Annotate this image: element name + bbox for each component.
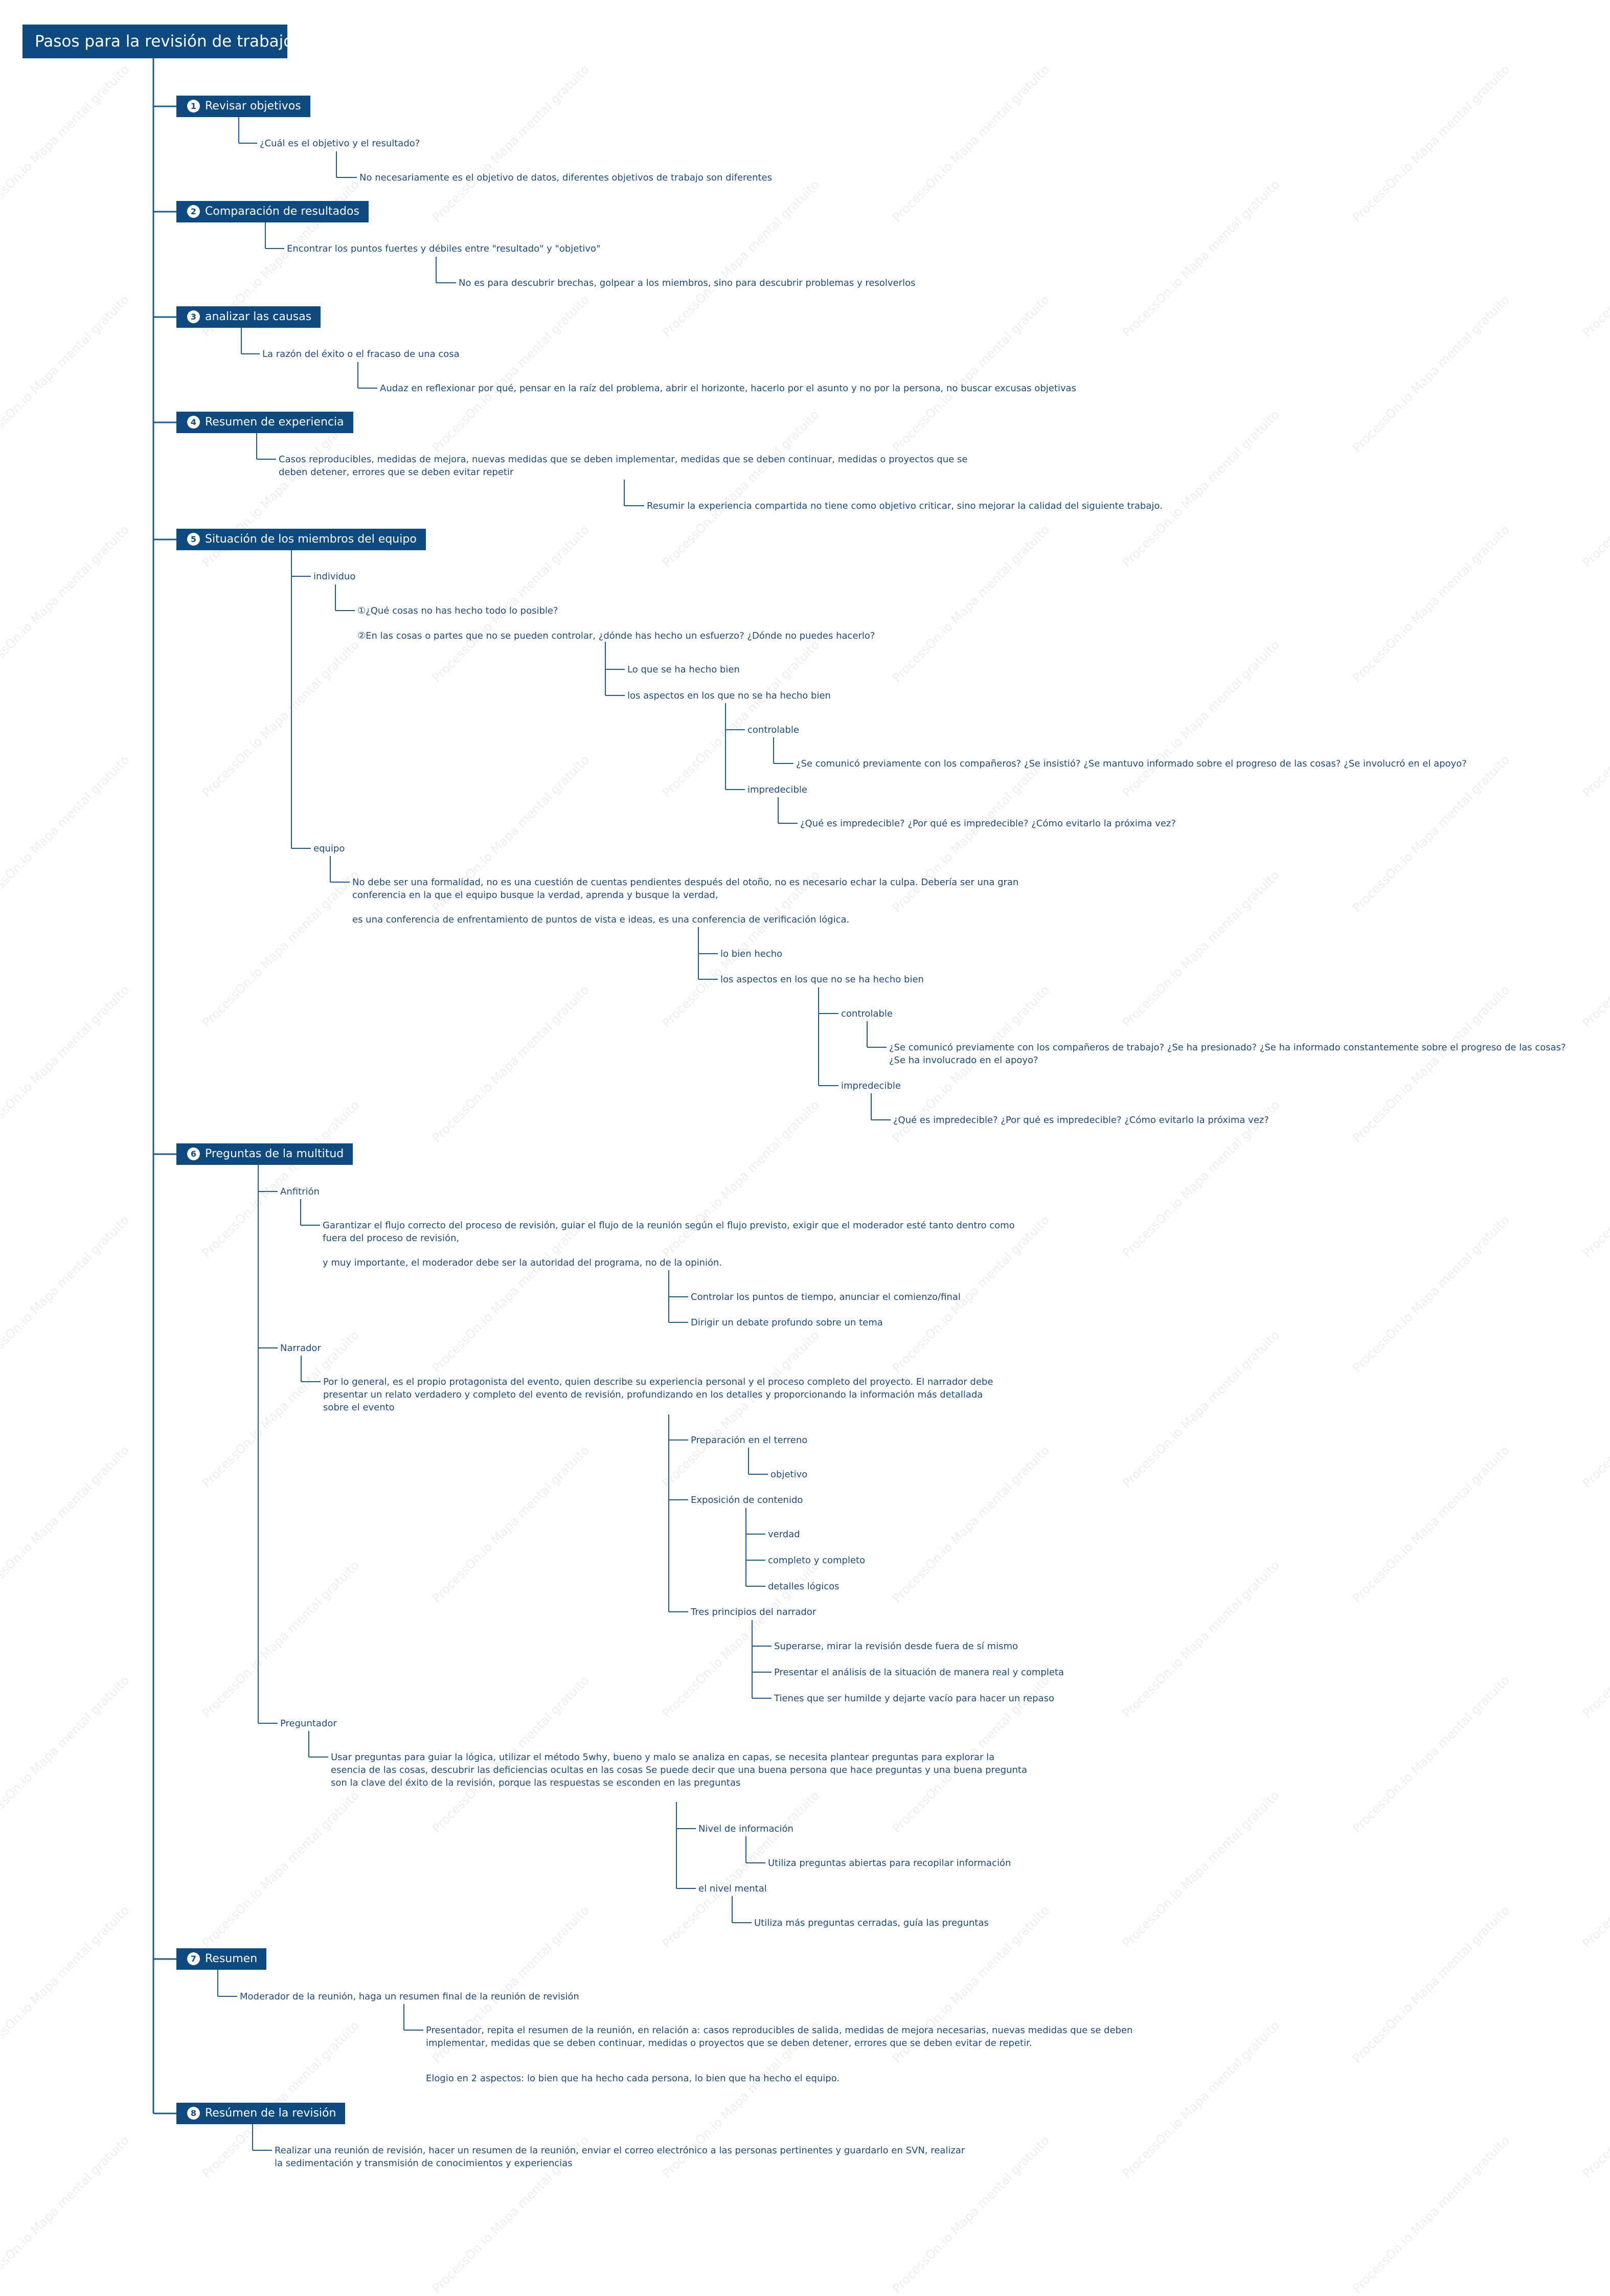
section-number-badge: 2 (187, 205, 200, 218)
root-topic[interactable]: Pasos para la revisión de trabajo (22, 25, 293, 58)
topic-node[interactable]: los aspectos en los que no se ha hecho b… (720, 974, 924, 985)
topic-node[interactable]: es una conferencia de enfrentamiento de … (352, 914, 850, 925)
topic-node[interactable]: impredecible (841, 1081, 901, 1091)
topic-node[interactable]: impredecible (747, 784, 807, 795)
topic-node[interactable]: ¿Qué es impredecible? ¿Por qué es impred… (800, 818, 1176, 829)
topic-node[interactable]: No es para descubrir brechas, golpear a … (459, 278, 916, 288)
topic-node[interactable]: Moderador de la reunión, haga un resumen… (240, 1991, 579, 2002)
section-number-badge: 5 (187, 533, 200, 546)
section-4[interactable]: 4 Resumen de experiencia (176, 412, 353, 433)
topic-node[interactable]: No debe ser una formalidad, no es una cu… (352, 877, 1019, 901)
topic-node[interactable]: Preguntador (280, 1718, 337, 1729)
topic-node[interactable]: Presentar el análisis de la situación de… (774, 1667, 1064, 1678)
section-title: Preguntas de la multitud (205, 1147, 344, 1160)
section-7[interactable]: 7 Resumen (176, 1948, 267, 1970)
topic-node[interactable]: controlable (747, 725, 799, 735)
section-number-badge: 4 (187, 416, 200, 429)
topic-node[interactable]: Preparación en el terreno (691, 1435, 808, 1446)
section-title: Resumen de experiencia (205, 416, 344, 429)
section-title: Revisar objetivos (205, 100, 301, 112)
section-number-badge: 1 (187, 100, 200, 112)
topic-node[interactable]: Tienes que ser humilde y dejarte vacío p… (774, 1693, 1054, 1704)
topic-node[interactable]: el nivel mental (698, 1883, 767, 1894)
section-8[interactable]: 8 Resúmen de la revisión (176, 2103, 346, 2124)
topic-node[interactable]: Dirigir un debate profundo sobre un tema (691, 1317, 883, 1328)
section-3[interactable]: 3 analizar las causas (176, 306, 321, 328)
topic-node[interactable]: Audaz en reflexionar por qué, pensar en … (380, 383, 1076, 394)
topic-node[interactable]: equipo (313, 843, 345, 854)
section-title: Comparación de resultados (205, 205, 359, 218)
topic-node[interactable]: y muy importante, el moderador debe ser … (323, 1257, 722, 1268)
topic-node[interactable]: individuo (313, 571, 356, 582)
section-title: Resumen (205, 1952, 258, 1965)
topic-node[interactable]: completo y completo (768, 1555, 866, 1566)
section-1[interactable]: 1 Revisar objetivos (176, 96, 310, 117)
topic-node[interactable]: Exposición de contenido (691, 1495, 803, 1505)
topic-node[interactable]: ①¿Qué cosas no has hecho todo lo posible… (357, 605, 558, 616)
section-2[interactable]: 2 Comparación de resultados (176, 201, 369, 222)
topic-node[interactable]: lo bien hecho (720, 949, 783, 959)
topic-node[interactable]: los aspectos en los que no se ha hecho b… (627, 690, 831, 701)
topic-node[interactable]: Nivel de información (698, 1824, 793, 1834)
section-number-badge: 7 (187, 1952, 200, 1965)
topic-node[interactable]: detalles lógicos (768, 1581, 840, 1592)
topic-node[interactable]: Utiliza más preguntas cerradas, guía las… (754, 1918, 989, 1928)
topic-node[interactable]: ¿Qué es impredecible? ¿Por qué es impred… (893, 1115, 1269, 1126)
section-number-badge: 8 (187, 2107, 200, 2120)
topic-node[interactable]: Resumir la experiencia compartida no tie… (647, 501, 1163, 511)
topic-node[interactable]: ¿Cuál es el objetivo y el resultado? (260, 138, 420, 149)
topic-node[interactable]: controlable (841, 1008, 893, 1019)
topic-node[interactable]: Tres principios del narrador (691, 1607, 817, 1617)
topic-node[interactable]: Usar preguntas para guiar la lógica, uti… (331, 1752, 1027, 1788)
section-title: Situación de los miembros del equipo (205, 533, 417, 546)
topic-node[interactable]: Garantizar el flujo correcto del proceso… (323, 1220, 1015, 1244)
topic-node[interactable]: Superarse, mirar la revisión desde fuera… (774, 1641, 1018, 1652)
topic-node[interactable]: Utiliza preguntas abiertas para recopila… (768, 1858, 1011, 1869)
section-number-badge: 3 (187, 310, 200, 323)
topic-node[interactable]: No necesariamente es el objetivo de dato… (359, 172, 773, 183)
connector-lines (152, 58, 891, 2151)
topic-node[interactable]: ¿Se comunicó previamente con los compañe… (889, 1042, 1566, 1066)
topic-node[interactable]: Narrador (280, 1343, 321, 1354)
section-5[interactable]: 5 Situación de los miembros del equipo (176, 529, 426, 550)
topic-node[interactable]: Casos reproducibles, medidas de mejora, … (279, 454, 968, 478)
topic-node[interactable]: Presentador, repita el resumen de la reu… (426, 2025, 1133, 2049)
topic-node[interactable]: Anfitrión (280, 1186, 320, 1197)
topic-node[interactable]: La razón del éxito o el fracaso de una c… (262, 349, 460, 359)
topic-node[interactable]: Elogio en 2 aspectos: lo bien que ha hec… (426, 2073, 840, 2084)
section-title: analizar las causas (205, 310, 312, 323)
topic-node[interactable]: Lo que se ha hecho bien (627, 664, 740, 675)
topic-node[interactable]: ¿Se comunicó previamente con los compañe… (796, 758, 1467, 769)
topic-node[interactable]: ②En las cosas o partes que no se pueden … (357, 631, 875, 641)
topic-node[interactable]: Controlar los puntos de tiempo, anunciar… (691, 1292, 961, 1302)
topic-node[interactable]: objetivo (770, 1469, 808, 1480)
section-title: Resúmen de la revisión (205, 2107, 336, 2120)
topic-node[interactable]: Realizar una reunión de revisión, hacer … (275, 2145, 965, 2169)
section-6[interactable]: 6 Preguntas de la multitud (176, 1143, 353, 1165)
topic-node[interactable]: Por lo general, es el propio protagonist… (323, 1377, 993, 1413)
topic-node[interactable]: Encontrar los puntos fuertes y débiles e… (287, 243, 601, 254)
section-number-badge: 6 (187, 1147, 200, 1160)
topic-node[interactable]: verdad (768, 1529, 800, 1540)
